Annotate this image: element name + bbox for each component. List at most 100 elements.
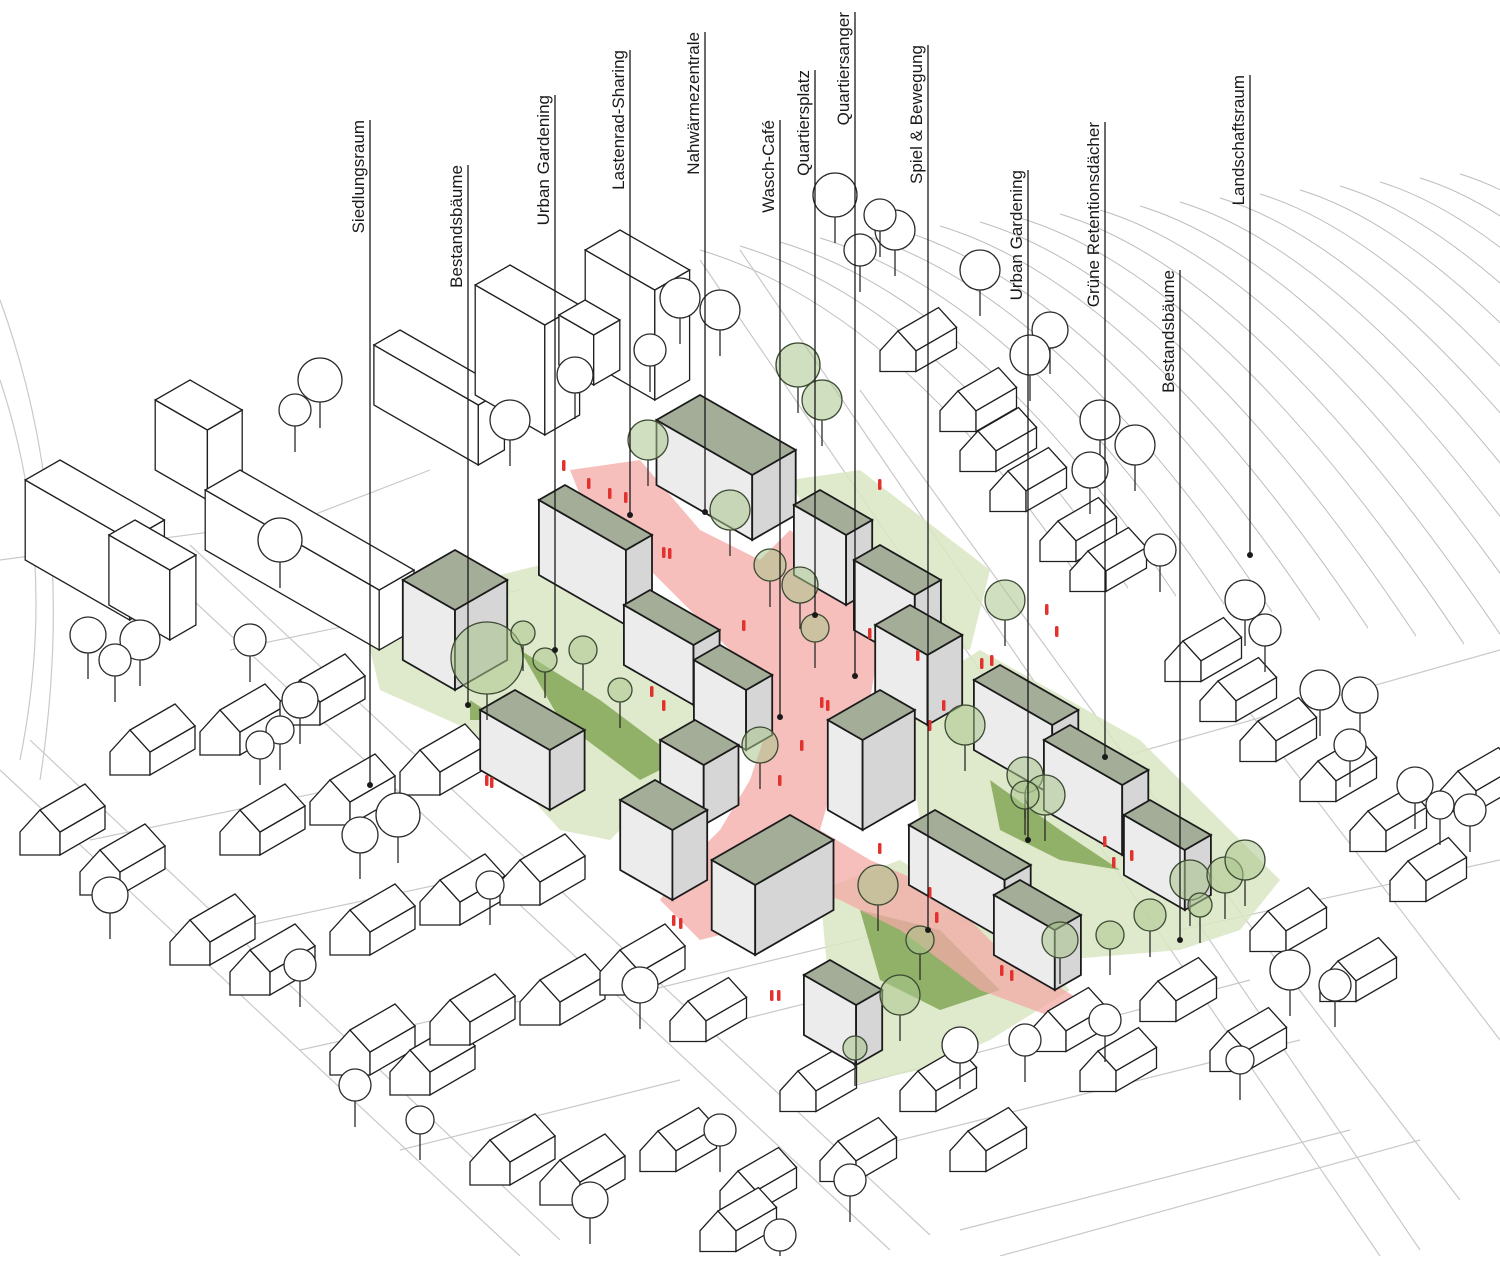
house-roof [558,1133,627,1183]
existing-tree [69,616,107,654]
house-roof [448,973,517,1023]
existing-tree [1425,790,1455,820]
house-roof [1096,1026,1158,1072]
bike-marker [662,547,666,558]
contour-line [1299,189,1500,324]
building-roof [972,663,1081,727]
bike-marker [624,492,628,503]
existing-tree [571,1181,609,1219]
house-roof [796,1046,858,1092]
house-roof [896,306,958,352]
existing-tree [233,623,267,657]
house-roof [1056,496,1118,542]
label-text: Quartiersplatz [794,70,813,176]
building-roof [400,548,510,612]
existing-tree [1088,1003,1122,1037]
house-roof [238,783,307,833]
new-tree [1224,839,1266,881]
label-text: Urban Gardening [1007,170,1026,300]
bike-marker [928,720,932,731]
leader-dot [925,927,931,933]
bike-marker [800,740,804,751]
bike-marker [485,775,489,786]
label-text: Quartiersanger [834,12,853,126]
building-roof [852,543,943,597]
house-roof [1456,746,1500,792]
house-roof [1181,616,1243,662]
bike-marker [1055,626,1059,637]
existing-tree [1225,1045,1255,1075]
existing-tree [941,1026,979,1064]
house-roof [128,703,197,753]
new-tree [905,925,935,955]
building-roof [692,643,775,692]
bike-marker [935,912,939,923]
building-roof [825,688,917,742]
building-roof [557,299,622,336]
leader-dot [1177,937,1183,943]
existing-tree [1248,613,1282,647]
new-tree [532,647,558,673]
bike-marker [1010,970,1014,981]
building-roof [203,469,416,591]
bike-marker [878,843,882,854]
existing-tree [1114,424,1156,466]
existing-tree [281,681,319,719]
house-roof [1256,696,1318,742]
contour-line [1139,205,1500,518]
new-tree [709,489,751,531]
existing-tree [1009,334,1051,376]
label-bestandsbaeume-1: Bestandsbäume [447,165,471,708]
new-tree [775,342,821,388]
bike-marker [878,479,882,490]
building-roof [107,519,198,571]
new-tree [510,620,536,646]
building-roof [618,778,710,832]
existing-tree [245,730,275,760]
new-tree [1010,780,1040,810]
label-bestandsbaeume-2: Bestandsbäume [1159,270,1183,943]
existing-tree [1318,968,1352,1002]
bike-marker [868,628,872,639]
trees [69,172,1487,1261]
new-tree [1187,892,1213,918]
new-tree [627,419,669,461]
existing-tree [843,233,877,267]
existing-tree [1341,676,1379,714]
existing-tree [1396,766,1434,804]
leader-dot [465,702,471,708]
building-roof [658,718,741,767]
house-roof [348,883,417,933]
contour-line [1379,181,1500,248]
house-roof [38,783,107,833]
existing-tree [119,619,161,661]
existing-tree [863,198,897,232]
new-tree [741,726,779,764]
bike-marker [742,620,746,631]
bike-marker [650,686,654,697]
leader-dot [777,714,783,720]
existing-tree [1224,579,1266,621]
contour-line [1339,185,1500,284]
existing-tree [812,172,858,218]
label-lastenrad-sharing: Lastenrad-Sharing [609,50,633,518]
bike-marker [1103,836,1107,847]
bike-marker [778,775,782,786]
cargo-bike-markers [485,460,1134,1001]
existing-tree [341,816,379,854]
new-tree [800,613,830,643]
house-roof [1226,1006,1288,1052]
label-urban-gardening-2: Urban Gardening [1007,170,1031,843]
existing-tree [1143,533,1177,567]
existing-tree [405,1105,435,1135]
contour-line [979,221,1417,637]
new-tree [1133,898,1167,932]
building-roof [1122,798,1213,852]
house-roof [328,753,397,803]
bike-marker [980,658,984,669]
leader-dot [812,612,818,618]
building-roof [802,958,885,1007]
bike-marker [916,650,920,661]
new-tree [1041,921,1079,959]
